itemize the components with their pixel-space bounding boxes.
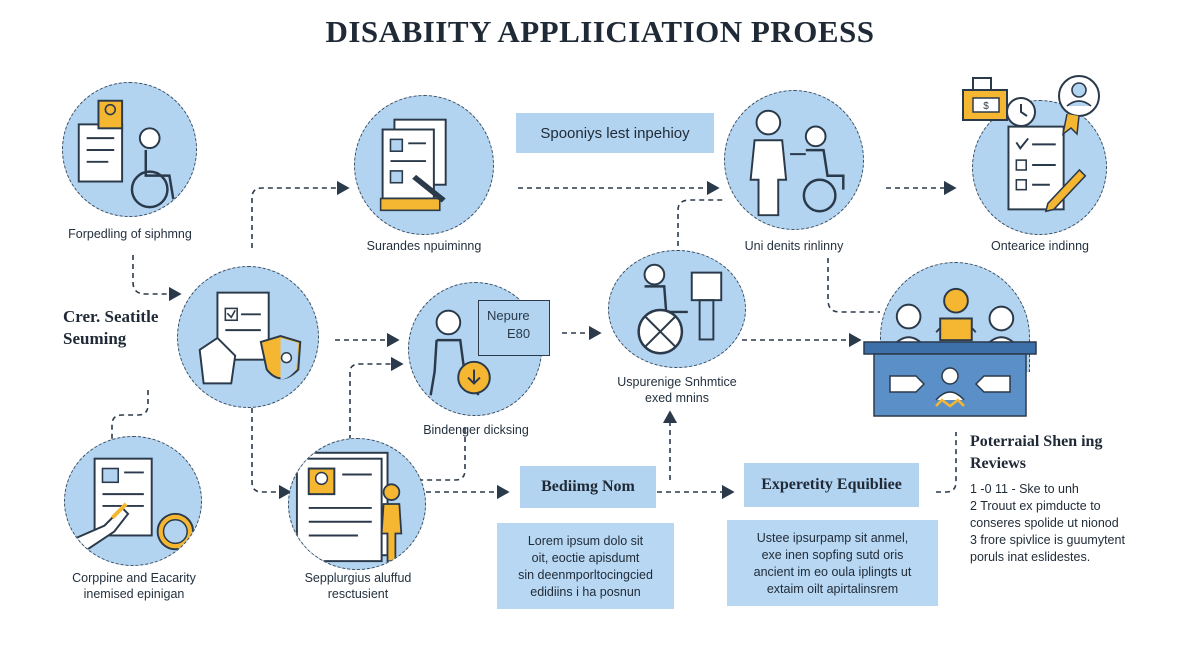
reviews-item: poruls inat eslidestes.	[970, 550, 1091, 564]
info-screen: Nepure E80	[478, 300, 550, 356]
page-title: DISABIITY APPLIICIATION PROESS	[325, 14, 875, 49]
step-caption: Ontearice indinng	[991, 239, 1089, 253]
document-shield-icon	[177, 266, 319, 408]
caregiver-wheelchair-icon	[724, 90, 864, 230]
reviews-heading: Poterraial Shen ing	[970, 433, 1103, 450]
step-caption: Uspurenige Snhmtice exed mnins	[617, 375, 737, 405]
label-box-spooniys: Spooniys lest inpehioy	[516, 113, 714, 153]
wheelchair-form-icon	[62, 82, 197, 217]
checklist-form-icon	[972, 100, 1107, 235]
step-caption: Corppine and Eacarity inemised epinigan	[72, 571, 196, 601]
reviews-item: conseres spolide ut nionod	[970, 516, 1119, 530]
label-box-bediimg: Bediimg Nom	[520, 466, 656, 508]
reviews-item: 2 Trouut ex pimducte to	[970, 499, 1101, 513]
reviews-item: 1 -0 11 - Ske to unh	[970, 482, 1079, 496]
step-caption: Surandes npuiminng	[366, 239, 482, 253]
desk-icon	[863, 341, 1037, 417]
payment-clock-badge-icon: $	[962, 75, 1100, 136]
description-box-1: Lorem ipsum dolo sit oit, eoctie apisdum…	[497, 523, 674, 609]
documents-pencil-icon	[354, 95, 494, 235]
signing-document-icon	[64, 436, 202, 566]
reviews-heading: Reviews	[970, 455, 1026, 472]
step-caption: Sepplurgius aluffud resctusient	[304, 571, 412, 601]
reviews-item: 3 frore spivlice is guumytent	[970, 533, 1125, 547]
label-box-experetity: Experetity Equibliee	[744, 463, 919, 507]
svg-text:$: $	[983, 101, 989, 112]
step-label: Crer. Seatitle Seuming	[63, 307, 159, 348]
step-caption: Forpedling of siphmng	[68, 227, 192, 241]
profile-card-icon	[288, 438, 426, 570]
wheelchair-computer-icon	[608, 250, 746, 368]
step-caption: Bindenger dicksing	[423, 423, 529, 437]
reviews-section: Poterraial Shen ing Reviews 1 -0 11 - Sk…	[970, 431, 1190, 566]
step-caption: Uni denits rinlinny	[744, 239, 844, 253]
description-box-2: Ustee ipsurpamp sit anmel, exe inen sopf…	[727, 520, 938, 606]
